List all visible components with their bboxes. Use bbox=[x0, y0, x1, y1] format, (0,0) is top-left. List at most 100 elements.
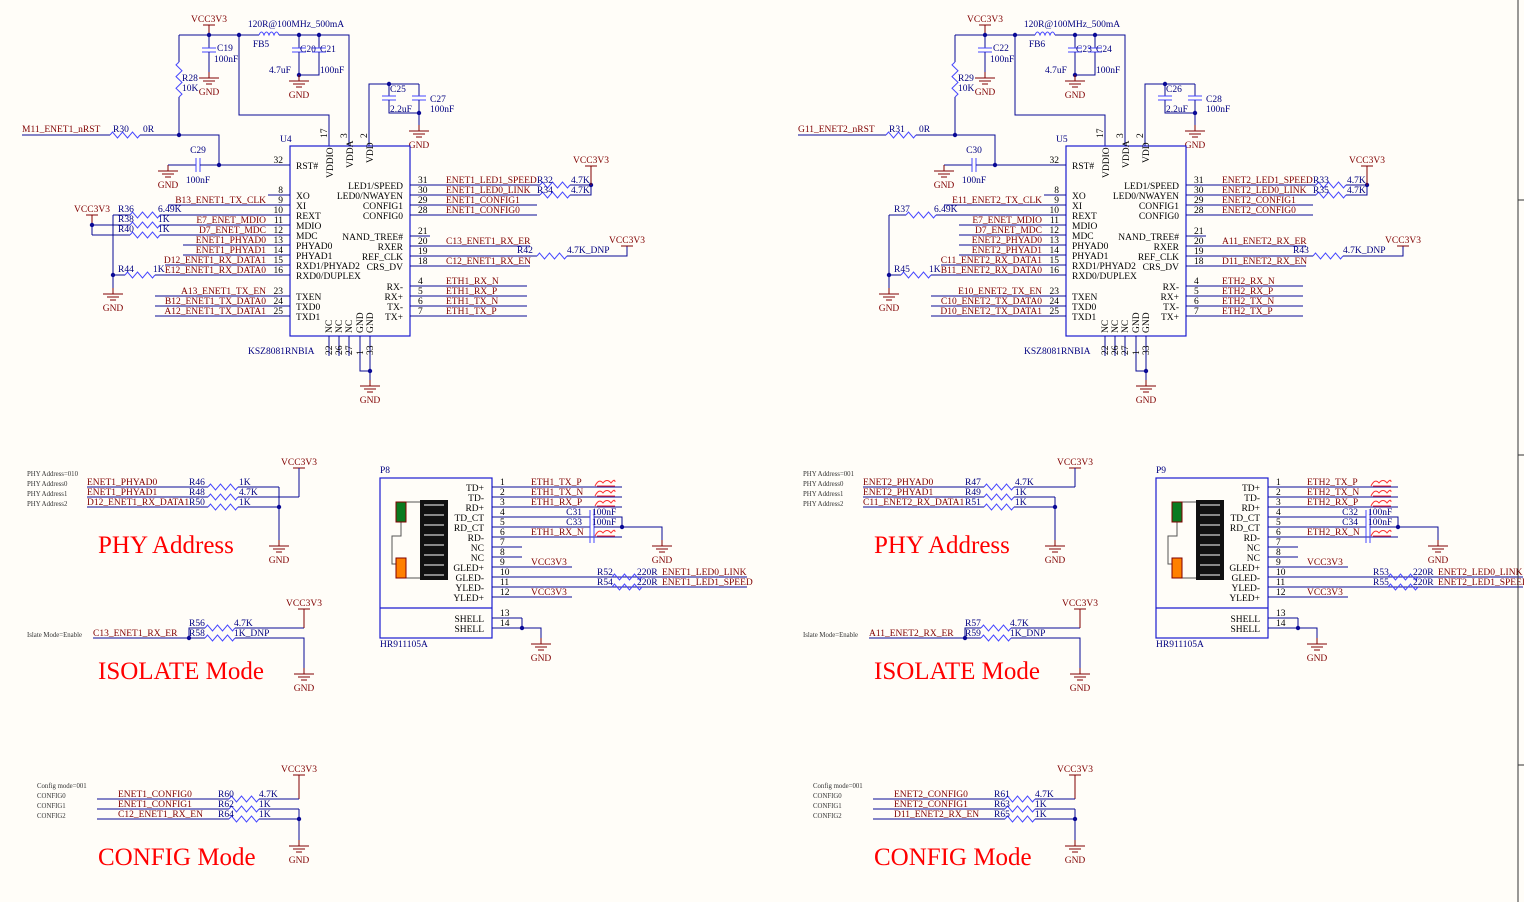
pin-name: SHELL bbox=[1230, 625, 1260, 635]
label: 220R bbox=[1413, 578, 1434, 588]
wire bbox=[1370, 516, 1399, 527]
label: 1K bbox=[239, 498, 251, 508]
label: 1K bbox=[158, 225, 170, 235]
net-label: ENET1_LED1_SPEED bbox=[662, 578, 753, 588]
pin-name: SHELL bbox=[454, 625, 484, 635]
label: R48 bbox=[189, 488, 205, 498]
net-label: C13_ENET1_RX_ER bbox=[446, 237, 531, 247]
pin-name: RXD1/PHYAD2 bbox=[296, 262, 360, 272]
pin-name: PHYAD1 bbox=[1072, 252, 1109, 262]
label: 0R bbox=[143, 125, 155, 135]
label: R37 bbox=[894, 205, 910, 215]
wire bbox=[570, 185, 592, 196]
pin-number: 10 bbox=[1050, 206, 1060, 216]
pin-number: 6 bbox=[1194, 297, 1199, 307]
resistor-symbol bbox=[228, 795, 260, 803]
pin-number: 15 bbox=[274, 256, 284, 266]
pin-number: 27 bbox=[345, 345, 355, 355]
net-label: ETH2_RX_P bbox=[1307, 498, 1358, 508]
net-label: ENET1_PHYAD0 bbox=[196, 236, 266, 246]
net-label: VCC3V3 bbox=[531, 558, 567, 568]
pin-number: 5 bbox=[1276, 518, 1281, 528]
pin-name: NAND_TREE# bbox=[1118, 233, 1179, 243]
resistor-symbol bbox=[980, 634, 1012, 642]
wire bbox=[188, 627, 205, 638]
pin-name: GLED- bbox=[1232, 574, 1261, 584]
label: R56 bbox=[189, 619, 205, 629]
reset-net-label: G11_ENET2_nRST bbox=[798, 125, 875, 135]
jack-contacts-icon bbox=[1196, 500, 1224, 580]
pin-number: 27 bbox=[1121, 345, 1131, 355]
pin-name: LED0/NWAYEN bbox=[337, 192, 403, 202]
label: C25 bbox=[390, 85, 406, 95]
net-label: D10_ENET2_TX_DATA1 bbox=[940, 307, 1042, 317]
net-label: E11_ENET2_TX_CLK bbox=[952, 196, 1042, 206]
resistor-symbol bbox=[611, 573, 643, 581]
phy-address-label: PHY Address0 bbox=[27, 481, 68, 488]
phy-address-note: PHY Address=001 bbox=[803, 471, 854, 478]
label: 4.7K bbox=[1010, 619, 1029, 629]
ferrite-spec: 120R@100MHz_500mA bbox=[248, 20, 344, 30]
net-label: VCC3V3 bbox=[1307, 588, 1343, 598]
pin-number: 2 bbox=[1276, 488, 1281, 498]
junction-dot bbox=[1295, 625, 1301, 631]
pin-name: RD- bbox=[1244, 534, 1260, 544]
label: R34 bbox=[537, 186, 553, 196]
net-label: ETH1_RX_P bbox=[531, 498, 582, 508]
wire bbox=[1297, 618, 1318, 638]
wire bbox=[594, 516, 623, 527]
label: C27 bbox=[430, 95, 446, 105]
capacitor-symbol bbox=[202, 47, 216, 53]
ground-icon bbox=[934, 165, 954, 178]
pin-number: 28 bbox=[418, 206, 428, 216]
ground-label: GND bbox=[1136, 396, 1157, 406]
label: R44 bbox=[118, 265, 134, 275]
pin-name: GND bbox=[366, 312, 376, 333]
ground-icon bbox=[879, 288, 899, 301]
net-label: ENET1_LED0_LINK bbox=[662, 568, 747, 578]
label: R57 bbox=[965, 619, 981, 629]
reset-net-label: M11_ENET1_nRST bbox=[22, 125, 100, 135]
pin-number: 4 bbox=[1194, 277, 1199, 287]
wire bbox=[1164, 100, 1195, 114]
ground-icon bbox=[1185, 125, 1205, 138]
resistor-symbol bbox=[983, 483, 1015, 491]
jack-contacts-icon bbox=[420, 500, 448, 580]
phy-address-note: PHY Address=010 bbox=[27, 471, 79, 478]
pin-name: NC bbox=[1121, 320, 1131, 333]
pin-number: 7 bbox=[1276, 538, 1281, 548]
pin-number: 28 bbox=[1194, 206, 1204, 216]
power-label: VCC3V3 bbox=[286, 599, 322, 609]
label: R46 bbox=[189, 478, 205, 488]
chip-ref: U5 bbox=[1056, 135, 1068, 145]
net-label: A11_ENET2_RX_ER bbox=[1222, 237, 1307, 247]
pin-name: XO bbox=[296, 192, 310, 202]
pin-name: NC bbox=[471, 554, 484, 564]
net-label: A12_ENET1_TX_DATA1 bbox=[164, 307, 266, 317]
pin-number: 6 bbox=[418, 297, 423, 307]
ground-icon bbox=[158, 165, 178, 178]
net-label: ENET2_CONFIG0 bbox=[1222, 206, 1296, 216]
label: R61 bbox=[994, 790, 1010, 800]
resistor-symbol bbox=[129, 211, 161, 219]
sheet-border bbox=[1517, 0, 1524, 902]
label: 10K bbox=[958, 84, 975, 94]
junction-dot bbox=[276, 504, 282, 510]
pin-name: LED0/NWAYEN bbox=[1113, 192, 1179, 202]
pin-number: 21 bbox=[418, 227, 428, 237]
jack-body bbox=[379, 477, 493, 639]
resistor-symbol bbox=[983, 503, 1015, 511]
resistor-symbol bbox=[228, 815, 260, 823]
pin-number: 6 bbox=[1276, 528, 1281, 538]
wire bbox=[238, 35, 330, 146]
pin-number: 18 bbox=[1194, 257, 1204, 267]
label: C29 bbox=[190, 146, 206, 156]
label: R54 bbox=[597, 578, 613, 588]
pin-number: 24 bbox=[1050, 297, 1060, 307]
label: C22 bbox=[993, 44, 1009, 54]
pin-name: XO bbox=[1072, 192, 1086, 202]
resistor-symbol bbox=[124, 271, 156, 279]
resistor-symbol bbox=[207, 493, 239, 501]
ground-icon bbox=[289, 75, 309, 88]
capacitor-symbol bbox=[1188, 95, 1202, 101]
